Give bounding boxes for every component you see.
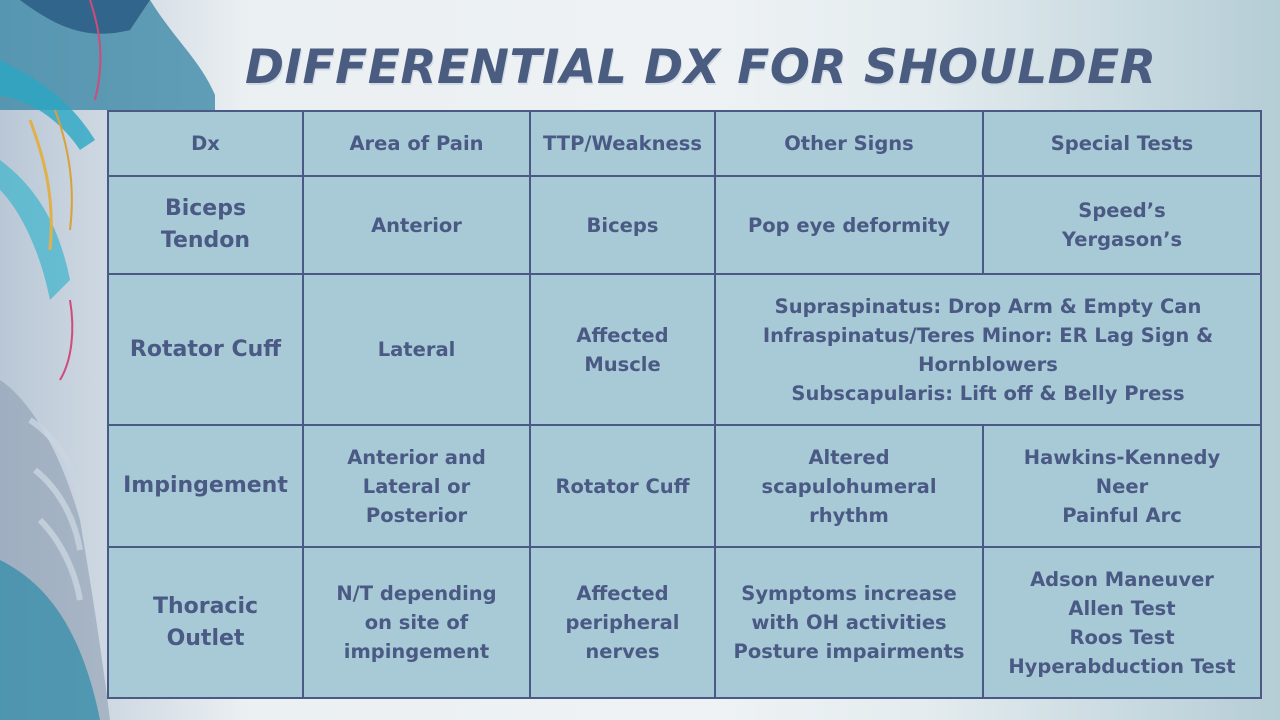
differential-dx-table: Dx Area of Pain TTP/Weakness Other Signs… xyxy=(107,110,1262,699)
cell-special-tests: Adson Maneuver Allen Test Roos Test Hype… xyxy=(982,546,1262,699)
cell-other-signs: Pop eye deformity xyxy=(714,175,984,275)
cell-special-tests: Speed’s Yergason’s xyxy=(982,175,1262,275)
header-special-tests: Special Tests xyxy=(982,110,1262,177)
table-row: Biceps Tendon Anterior Biceps Pop eye de… xyxy=(107,175,1262,275)
cell-dx: Biceps Tendon xyxy=(107,175,304,275)
cell-dx: Thoracic Outlet xyxy=(107,546,304,699)
cell-ttp-weakness: Rotator Cuff xyxy=(529,424,716,548)
cell-other-signs: Altered scapulohumeral rhythm xyxy=(714,424,984,548)
cell-dx: Impingement xyxy=(107,424,304,548)
cell-area-of-pain: N/T depending on site of impingement xyxy=(302,546,531,699)
cell-dx: Rotator Cuff xyxy=(107,273,304,426)
table-row: Thoracic Outlet N/T depending on site of… xyxy=(107,546,1262,699)
cell-ttp-weakness: Affected peripheral nerves xyxy=(529,546,716,699)
page-title: DIFFERENTIAL DX FOR SHOULDER xyxy=(245,40,1157,95)
cell-other-signs-and-special-tests: Supraspinatus: Drop Arm & Empty Can Infr… xyxy=(714,273,1262,426)
cell-area-of-pain: Lateral xyxy=(302,273,531,426)
header-dx: Dx xyxy=(107,110,304,177)
cell-area-of-pain: Anterior and Lateral or Posterior xyxy=(302,424,531,548)
table-header-row: Dx Area of Pain TTP/Weakness Other Signs… xyxy=(107,110,1262,177)
cell-special-tests: Hawkins-Kennedy Neer Painful Arc xyxy=(982,424,1262,548)
cell-other-signs: Symptoms increase with OH activities Pos… xyxy=(714,546,984,699)
header-area-of-pain: Area of Pain xyxy=(302,110,531,177)
table-row: Impingement Anterior and Lateral or Post… xyxy=(107,424,1262,548)
table-row: Rotator Cuff Lateral Affected Muscle Sup… xyxy=(107,273,1262,426)
header-ttp-weakness: TTP/Weakness xyxy=(529,110,716,177)
cell-ttp-weakness: Affected Muscle xyxy=(529,273,716,426)
cell-area-of-pain: Anterior xyxy=(302,175,531,275)
cell-ttp-weakness: Biceps xyxy=(529,175,716,275)
header-other-signs: Other Signs xyxy=(714,110,984,177)
